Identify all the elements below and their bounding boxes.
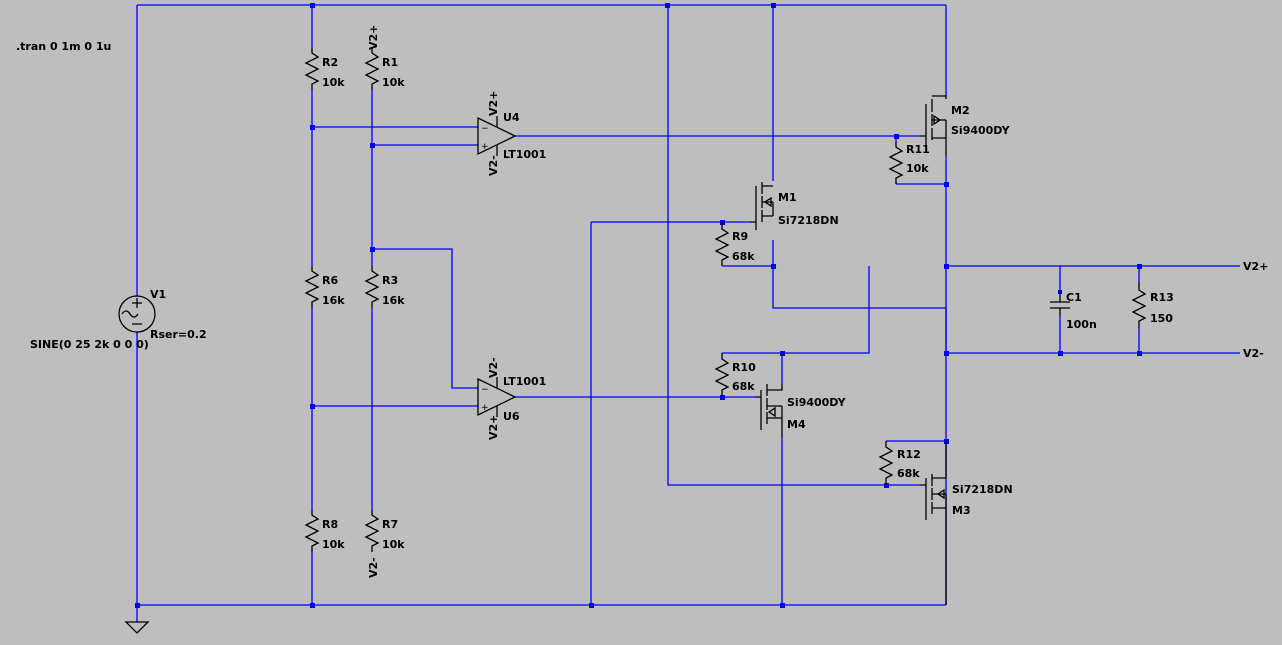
v1-value: SINE(0 25 2k 0 0 0) bbox=[30, 338, 149, 351]
m3-model: Si7218DN bbox=[952, 483, 1013, 496]
c1-name: C1 bbox=[1066, 291, 1082, 304]
r11-value: 10k bbox=[906, 162, 929, 175]
r12-name: R12 bbox=[897, 448, 921, 461]
u6-bottom-supply: V2+ bbox=[487, 415, 500, 440]
u6-model: LT1001 bbox=[503, 375, 546, 388]
r2-name: R2 bbox=[322, 56, 338, 69]
voltage-source-v1[interactable]: V1 Rser=0.2 SINE(0 25 2k 0 0 0) bbox=[30, 288, 207, 351]
r8-name: R8 bbox=[322, 518, 338, 531]
r1-net-label: V2+ bbox=[367, 25, 380, 50]
m2-name: M2 bbox=[951, 104, 970, 117]
resistor-r11[interactable]: R11 10k bbox=[888, 142, 930, 184]
u4-bottom-supply: V2- bbox=[487, 155, 500, 176]
resistor-r10[interactable]: R10 68k bbox=[714, 353, 756, 397]
r6-name: R6 bbox=[322, 274, 338, 287]
r9-value: 68k bbox=[732, 250, 755, 263]
resistor-r6[interactable]: R6 16k bbox=[304, 266, 345, 308]
net-label-v2-minus: V2- bbox=[1243, 347, 1264, 360]
r13-name: R13 bbox=[1150, 291, 1174, 304]
capacitor-c1[interactable]: C1 100n bbox=[1050, 290, 1097, 331]
r3-name: R3 bbox=[382, 274, 398, 287]
mosfet-m3[interactable]: Si7218DN M3 bbox=[920, 441, 1013, 605]
resistor-r1[interactable]: R1 10k V2+ bbox=[364, 25, 405, 90]
m2-model: Si9400DY bbox=[951, 124, 1011, 137]
u4-top-supply: V2+ bbox=[487, 91, 500, 116]
r7-net-label: V2- bbox=[367, 557, 380, 578]
opamp-u6[interactable]: − + LT1001 U6 V2- V2+ bbox=[477, 357, 546, 440]
m1-name: M1 bbox=[778, 191, 797, 204]
r11-name: R11 bbox=[906, 143, 930, 156]
m3-name: M3 bbox=[952, 504, 971, 517]
r1-name: R1 bbox=[382, 56, 398, 69]
svg-text:+: + bbox=[481, 403, 489, 413]
resistor-r13[interactable]: R13 150 bbox=[1131, 282, 1174, 328]
svg-text:−: − bbox=[481, 124, 489, 134]
resistor-r3[interactable]: R3 16k bbox=[364, 266, 405, 308]
net-label-v2-plus: V2+ bbox=[1243, 260, 1268, 273]
wires bbox=[136, 4, 1240, 622]
resistor-r8[interactable]: R8 10k bbox=[304, 510, 345, 552]
r10-value: 68k bbox=[732, 380, 755, 393]
opamp-u4[interactable]: − + U4 LT1001 V2+ V2- bbox=[477, 91, 546, 176]
r2-value: 10k bbox=[322, 76, 345, 89]
junctions bbox=[135, 3, 1142, 608]
r1-value: 10k bbox=[382, 76, 405, 89]
u6-top-supply: V2- bbox=[487, 357, 500, 378]
svg-text:+: + bbox=[481, 142, 489, 152]
r10-name: R10 bbox=[732, 361, 756, 374]
r9-name: R9 bbox=[732, 230, 748, 243]
m4-name: M4 bbox=[787, 418, 806, 431]
u4-name: U4 bbox=[503, 111, 520, 124]
u6-name: U6 bbox=[503, 410, 520, 423]
c1-value: 100n bbox=[1066, 318, 1097, 331]
v1-rser: Rser=0.2 bbox=[150, 328, 207, 341]
tran-directive[interactable]: .tran 0 1m 0 1u bbox=[16, 40, 111, 53]
r13-value: 150 bbox=[1150, 312, 1173, 325]
r8-value: 10k bbox=[322, 538, 345, 551]
resistor-r12[interactable]: R12 68k bbox=[878, 441, 921, 485]
resistor-r7[interactable]: R7 10k V2- bbox=[364, 510, 405, 578]
u4-model: LT1001 bbox=[503, 148, 546, 161]
r6-value: 16k bbox=[322, 294, 345, 307]
r7-value: 10k bbox=[382, 538, 405, 551]
mosfet-m1[interactable]: M1 Si7218DN bbox=[750, 182, 839, 230]
m4-model: Si9400DY bbox=[787, 396, 847, 409]
resistor-r2[interactable]: R2 10k bbox=[304, 48, 345, 90]
v1-name: V1 bbox=[150, 288, 166, 301]
resistor-r9[interactable]: R9 68k bbox=[714, 222, 755, 266]
svg-text:−: − bbox=[481, 385, 489, 395]
mosfet-m4[interactable]: Si9400DY M4 bbox=[755, 384, 847, 438]
r12-value: 68k bbox=[897, 467, 920, 480]
r3-value: 16k bbox=[382, 294, 405, 307]
mosfet-m2[interactable]: M2 Si9400DY bbox=[920, 95, 1011, 156]
r7-name: R7 bbox=[382, 518, 398, 531]
m1-model: Si7218DN bbox=[778, 214, 839, 227]
ground-symbol bbox=[124, 621, 150, 634]
